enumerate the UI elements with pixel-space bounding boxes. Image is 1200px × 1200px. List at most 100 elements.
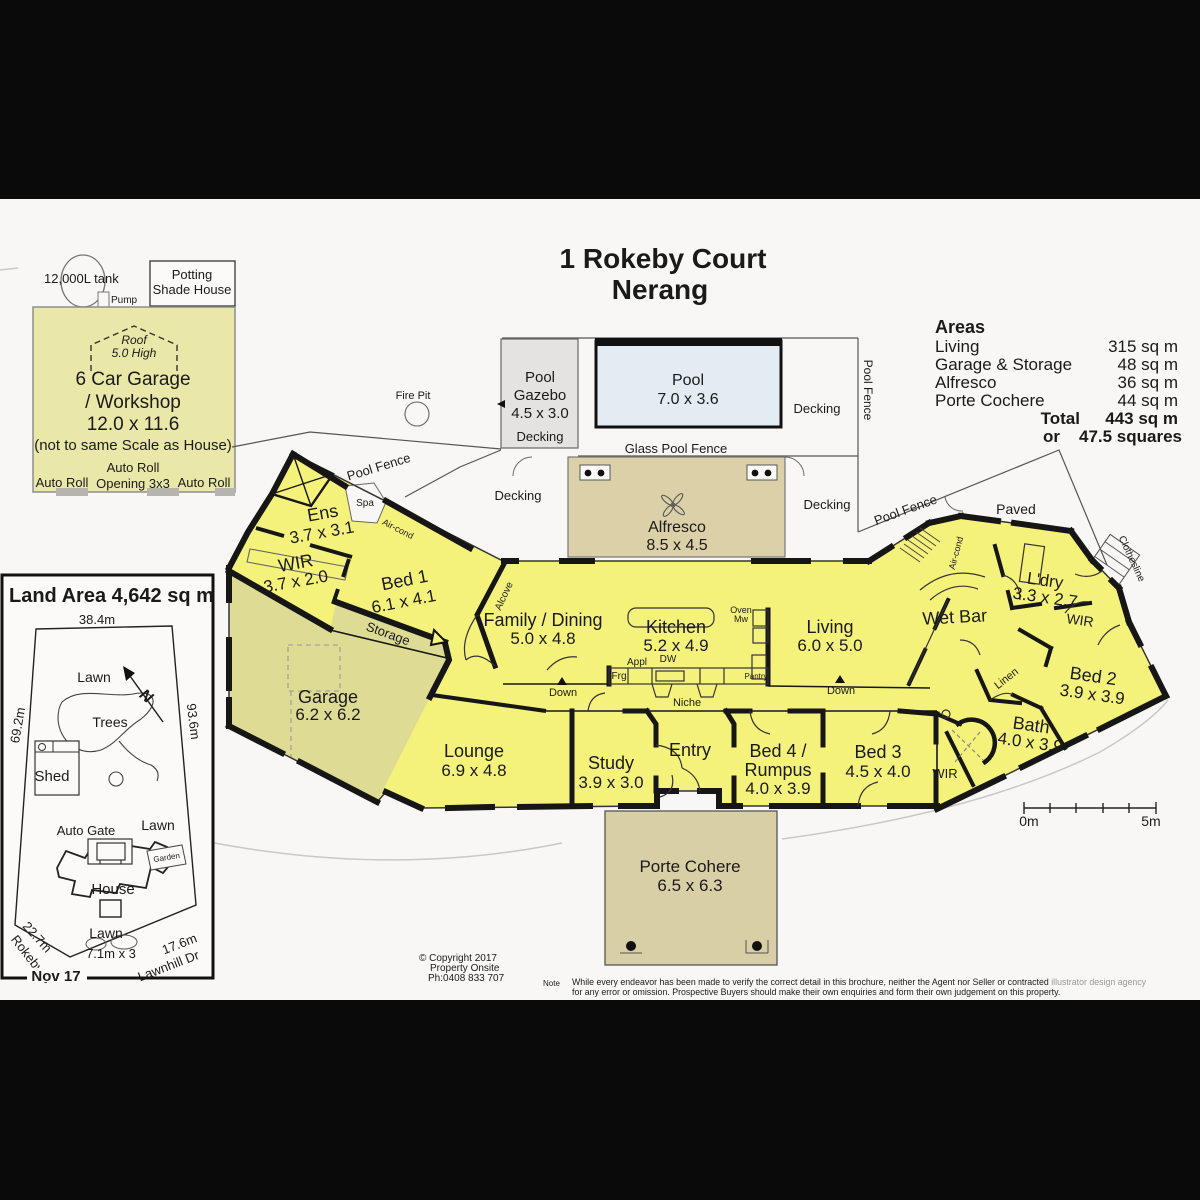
svg-text:Shade House: Shade House	[153, 282, 232, 297]
svg-text:Porte Cochere: Porte Cochere	[935, 391, 1045, 410]
svg-text:Lawn: Lawn	[89, 925, 122, 941]
svg-text:(not to same Scale as House): (not to same Scale as House)	[34, 437, 232, 454]
svg-text:L'dry: L'dry	[1026, 569, 1065, 593]
svg-text:6.9 x 4.8: 6.9 x 4.8	[441, 761, 506, 780]
svg-text:7.0 x 3.6: 7.0 x 3.6	[657, 391, 718, 408]
svg-text:or: or	[1043, 427, 1060, 446]
svg-text:Auto Roll: Auto Roll	[178, 475, 231, 490]
svg-text:Porte Cohere: Porte Cohere	[639, 857, 740, 876]
svg-text:Auto Roll: Auto Roll	[36, 475, 89, 490]
svg-text:Living: Living	[806, 617, 853, 637]
svg-text:0m: 0m	[1019, 813, 1038, 829]
svg-text:93.6m: 93.6m	[184, 703, 203, 741]
svg-text:5.0 High: 5.0 High	[112, 346, 157, 360]
svg-text:Pool: Pool	[525, 369, 555, 386]
svg-text:Pantry: Pantry	[744, 672, 767, 681]
svg-text:Ph:0408 833 707: Ph:0408 833 707	[428, 973, 505, 984]
svg-text:Note: Note	[543, 979, 560, 988]
svg-text:5m: 5m	[1141, 813, 1160, 829]
svg-text:Potting: Potting	[172, 267, 212, 282]
svg-text:4.5 x 3.0: 4.5 x 3.0	[511, 405, 569, 422]
svg-text:4.5 x 4.0: 4.5 x 4.0	[845, 762, 910, 781]
svg-text:Property Onsite: Property Onsite	[430, 963, 500, 974]
svg-text:12.0 x 11.6: 12.0 x 11.6	[87, 414, 180, 435]
svg-text:WIR: WIR	[1066, 610, 1095, 630]
svg-text:for any error or omission. Pr: for any error or omission. Prospective B…	[572, 987, 1060, 997]
svg-text:38.4m: 38.4m	[79, 612, 115, 627]
svg-text:Pool: Pool	[672, 372, 704, 389]
svg-text:1 Rokeby Court: 1 Rokeby Court	[560, 243, 767, 274]
svg-text:Rumpus: Rumpus	[744, 760, 811, 780]
svg-text:Living: Living	[935, 337, 979, 356]
svg-text:48 sq m: 48 sq m	[1118, 355, 1178, 374]
svg-text:Roof: Roof	[121, 333, 148, 347]
svg-text:Kitchen: Kitchen	[646, 617, 706, 637]
svg-text:Nerang: Nerang	[612, 274, 708, 305]
svg-text:Lawn: Lawn	[141, 817, 174, 833]
svg-text:443 sq m: 443 sq m	[1105, 409, 1178, 428]
svg-text:House: House	[91, 881, 134, 898]
svg-text:Auto Roll: Auto Roll	[107, 460, 160, 475]
svg-text:Family / Dining: Family / Dining	[483, 610, 602, 630]
svg-text:DW: DW	[660, 654, 677, 665]
svg-text:44 sq m: 44 sq m	[1118, 391, 1178, 410]
svg-text:Spa: Spa	[356, 498, 374, 509]
svg-text:Pump: Pump	[111, 295, 138, 306]
svg-text:Decking: Decking	[517, 429, 564, 444]
svg-text:Bed 4 /: Bed 4 /	[749, 741, 806, 761]
svg-text:36 sq m: 36 sq m	[1118, 373, 1178, 392]
svg-text:Decking: Decking	[804, 497, 851, 512]
svg-text:47.5 squares: 47.5 squares	[1079, 427, 1182, 446]
svg-text:6.2 x 6.2: 6.2 x 6.2	[295, 705, 360, 724]
svg-text:Total: Total	[1041, 409, 1080, 428]
svg-text:WIR: WIR	[932, 766, 957, 781]
svg-text:3.9 x 3.0: 3.9 x 3.0	[578, 773, 643, 792]
svg-text:Down: Down	[549, 687, 577, 699]
svg-text:While every endeavor has been: While every endeavor has been made to ve…	[572, 977, 1147, 987]
svg-text:/ Workshop: / Workshop	[85, 392, 181, 413]
svg-text:Entry: Entry	[669, 740, 711, 760]
svg-text:6.0 x 5.0: 6.0 x 5.0	[797, 636, 862, 655]
svg-text:Areas: Areas	[935, 317, 985, 337]
svg-text:Garage: Garage	[298, 687, 358, 707]
svg-text:Land Area 4,642 sq m: Land Area 4,642 sq m	[9, 585, 214, 607]
svg-text:© Copyright 2017: © Copyright 2017	[419, 953, 497, 964]
svg-text:315 sq m: 315 sq m	[1108, 337, 1178, 356]
svg-text:Decking: Decking	[794, 401, 841, 416]
svg-text:6 Car Garage: 6 Car Garage	[75, 369, 190, 390]
svg-text:Pool Fence: Pool Fence	[861, 360, 875, 421]
svg-text:Alfresco: Alfresco	[648, 519, 706, 536]
svg-text:Appl: Appl	[627, 657, 647, 668]
svg-text:12,000L tank: 12,000L tank	[44, 271, 119, 286]
svg-text:Garden: Garden	[153, 851, 181, 864]
svg-text:Oven: Oven	[730, 605, 752, 615]
svg-text:Paved: Paved	[996, 501, 1036, 517]
svg-text:4.0 x 3.9: 4.0 x 3.9	[745, 779, 810, 798]
svg-text:Shed: Shed	[34, 768, 69, 785]
svg-text:Mw: Mw	[734, 614, 748, 624]
svg-text:Garage & Storage: Garage & Storage	[935, 355, 1072, 374]
svg-text:5.0 x 4.8: 5.0 x 4.8	[510, 629, 575, 648]
svg-text:7.1m x 3: 7.1m x 3	[86, 946, 136, 961]
svg-text:5.2 x 4.9: 5.2 x 4.9	[643, 636, 708, 655]
svg-text:Gazebo: Gazebo	[514, 387, 567, 404]
svg-text:Fire Pit: Fire Pit	[396, 390, 431, 402]
svg-text:Down: Down	[827, 685, 855, 697]
svg-text:Wet Bar: Wet Bar	[922, 605, 988, 628]
svg-text:Trees: Trees	[92, 714, 127, 730]
svg-text:8.5 x 4.5: 8.5 x 4.5	[646, 537, 707, 554]
svg-text:Decking: Decking	[495, 488, 542, 503]
svg-text:Lounge: Lounge	[444, 741, 504, 761]
svg-text:Study: Study	[588, 753, 634, 773]
svg-text:69.2m: 69.2m	[7, 706, 28, 744]
svg-text:Lawn: Lawn	[77, 669, 110, 685]
svg-text:Opening 3x3: Opening 3x3	[96, 476, 170, 491]
svg-text:Frg: Frg	[612, 671, 627, 682]
svg-text:Glass Pool Fence: Glass Pool Fence	[625, 441, 728, 456]
svg-text:Auto Gate: Auto Gate	[57, 823, 116, 838]
svg-text:Nov 17: Nov 17	[31, 968, 80, 985]
svg-text:Alfresco: Alfresco	[935, 373, 996, 392]
svg-text:6.5 x 6.3: 6.5 x 6.3	[657, 876, 722, 895]
svg-text:Niche: Niche	[673, 697, 701, 709]
svg-text:Bed 3: Bed 3	[854, 742, 901, 762]
